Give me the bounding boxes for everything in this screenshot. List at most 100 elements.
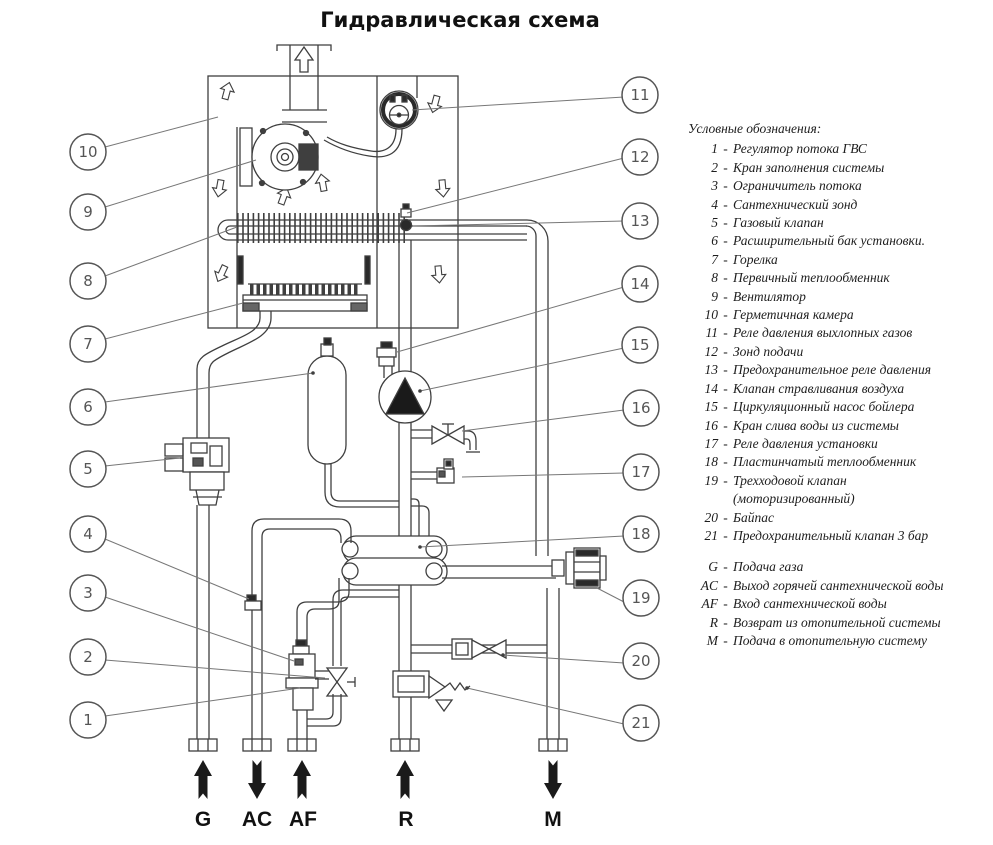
legend-port-text: Подача газа xyxy=(733,559,804,575)
callout-9: 9 xyxy=(83,203,93,221)
legend-item-label: Кран заполнения системы xyxy=(733,159,885,175)
burner xyxy=(237,255,371,312)
legend-item-label: Клапан стравливания воздуха xyxy=(733,380,905,396)
legend-port-dash: - xyxy=(723,632,728,648)
legend-item-dash: - xyxy=(723,178,728,194)
primary-heat-exchanger xyxy=(217,213,549,556)
legend-item-dash: - xyxy=(723,527,728,543)
callout-20: 20 xyxy=(631,652,650,670)
callout-10: 10 xyxy=(78,143,97,161)
legend-item: 15 - Циркуляционный насос бойлера xyxy=(688,398,988,416)
legend-port-dash: - xyxy=(723,614,728,630)
legend-item-label: Реле давления установки xyxy=(733,435,878,451)
legend-port-code: AF xyxy=(701,596,719,612)
legend-item-number: 21 xyxy=(704,527,719,543)
legend-item-dash: - xyxy=(723,435,728,451)
legend-item-dash: - xyxy=(723,380,728,396)
legend-port-item: G - Подача газа xyxy=(688,558,988,576)
return-arrow-icon xyxy=(396,760,414,799)
legend-port-code: M xyxy=(706,632,718,648)
legend-item-text: Газовый клапан xyxy=(733,214,988,232)
legend-item: 20 - Байпас xyxy=(688,509,988,527)
legend-port-text: Подача в отопительную систему xyxy=(733,632,928,648)
port-labels: G AC AF R M xyxy=(195,808,562,831)
legend-port-dash: - xyxy=(723,596,728,612)
callout-4: 4 xyxy=(83,525,93,543)
callout-19: 19 xyxy=(631,589,650,607)
legend-item: 7 - Горелка xyxy=(688,251,988,269)
callout-5: 5 xyxy=(83,460,93,478)
legend-item-text: Расширительный бак установки. xyxy=(733,232,988,250)
legend-item-label: Предохранительный клапан 3 бар xyxy=(733,527,929,543)
air-vent-valve xyxy=(376,341,397,378)
return-riser xyxy=(398,240,412,739)
legend-port-text: Возврат из отопительной системы xyxy=(733,614,941,630)
supply-arrow-icon xyxy=(544,760,562,799)
legend-port-code: AC xyxy=(700,577,718,593)
legend-item: 17 - Реле давления установки xyxy=(688,435,988,453)
legend-item-text: Ограничитель потока xyxy=(733,177,988,195)
legend-item: 13 - Предохранительное реле давления xyxy=(688,361,988,379)
callout-6: 6 xyxy=(83,398,93,416)
legend-item-number: 1 xyxy=(711,141,718,157)
legend-item-number: 6 xyxy=(711,233,718,249)
legend-item-dash: - xyxy=(723,270,728,286)
supply-probe xyxy=(400,203,412,218)
legend-item-dash: - xyxy=(723,215,728,231)
three-way-valve xyxy=(551,547,607,589)
legend-item-label: Пластинчатый теплообменник xyxy=(733,454,917,470)
legend-item-number: 9 xyxy=(711,288,718,304)
legend-item-text: Трехходовой клапан (моторизированный) xyxy=(733,472,988,509)
legend-item-label: Байпас xyxy=(733,509,774,525)
sealed-chamber xyxy=(207,75,459,329)
legend-item-note: (моторизированный) xyxy=(733,491,855,507)
legend-item-text: Зонд подачи xyxy=(733,343,988,361)
legend-item-number: 7 xyxy=(711,251,718,267)
legend-item-dash: - xyxy=(723,472,728,488)
callout-15: 15 xyxy=(630,336,649,354)
legend-item-label: Расширительный бак установки. xyxy=(733,233,925,249)
dhw-out-arrow-icon xyxy=(248,760,266,799)
legend-item: 11 - Реле давления выхлопных газов xyxy=(688,324,988,342)
boiler-schematic xyxy=(164,44,607,752)
legend-item-label: Зонд подачи xyxy=(733,343,804,359)
legend-items: 1 - Регулятор потока ГВС 2 - Кран заполн… xyxy=(688,140,988,545)
gas-pipe xyxy=(196,311,272,739)
legend-item-text: Пластинчатый теплообменник xyxy=(733,453,988,471)
legend-item-label: Вентилятор xyxy=(733,288,806,304)
legend-item: 14 - Клапан стравливания воздуха xyxy=(688,380,988,398)
bypass xyxy=(411,638,547,660)
legend-item-label: Предохранительное реле давления xyxy=(733,362,932,378)
legend: Условные обозначения: 1 - Регулятор пото… xyxy=(688,120,988,650)
legend-item: 12 - Зонд подачи xyxy=(688,343,988,361)
legend-port-code: G xyxy=(708,559,718,575)
legend-item: 16 - Кран слива воды из системы xyxy=(688,417,988,435)
legend-item: 1 - Регулятор потока ГВС xyxy=(688,140,988,158)
safety-pressure-switch xyxy=(399,218,413,232)
legend-item: 5 - Газовый клапан xyxy=(688,214,988,232)
legend-item-number: 12 xyxy=(704,343,719,359)
legend-item-dash: - xyxy=(723,343,728,359)
callout-3: 3 xyxy=(83,584,93,602)
port-flow-arrows xyxy=(194,760,562,799)
dhw-in-pipe xyxy=(296,578,350,739)
legend-item: 9 - Вентилятор xyxy=(688,288,988,306)
port-label-af: AF xyxy=(289,808,317,831)
legend-item-dash: - xyxy=(723,325,728,341)
legend-item-number: 4 xyxy=(711,196,718,212)
flow-regulator xyxy=(285,639,319,711)
legend-item-text: Горелка xyxy=(733,251,988,269)
gas-valve xyxy=(164,437,230,506)
legend-port-text: Выход горячей сантехнической воды xyxy=(733,577,944,593)
callout-21: 21 xyxy=(631,714,650,732)
legend-item-dash: - xyxy=(723,362,728,378)
legend-port-code: R xyxy=(709,614,718,630)
circulation-pump xyxy=(378,370,432,424)
legend-item-dash: - xyxy=(723,454,728,470)
legend-item-text: Предохранительное реле давления xyxy=(733,361,988,379)
safety-valve-3bar xyxy=(392,670,471,713)
legend-item-number: 11 xyxy=(705,325,719,341)
legend-item-text: Сантехнический зонд xyxy=(733,196,988,214)
legend-port-dash: - xyxy=(723,577,728,593)
